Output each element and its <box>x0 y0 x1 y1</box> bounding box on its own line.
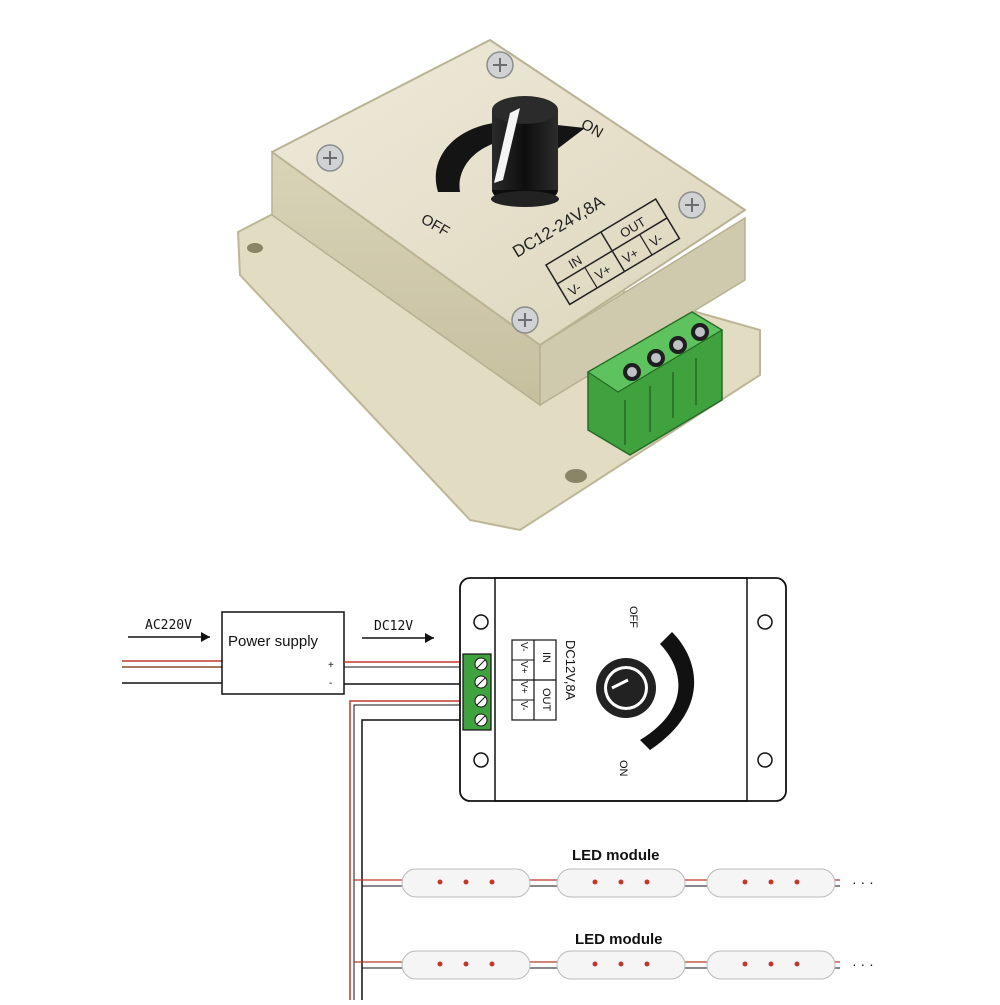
mount-hole <box>565 469 587 483</box>
diagram-terminal-table <box>511 639 557 721</box>
continuation-ellipsis: · · · <box>852 956 874 972</box>
diagram-off-label: OFF <box>627 606 639 628</box>
mount-hole <box>247 243 263 253</box>
power-supply-label: Power supply <box>228 633 319 650</box>
continuation-ellipsis: · · · <box>852 874 874 890</box>
led-plus-wire <box>349 700 470 1000</box>
led-minus-wire <box>361 719 470 1000</box>
led-module-icon <box>706 950 836 980</box>
terminal-pin-label: V- <box>518 642 529 651</box>
ac-input-label: AC220V <box>145 618 192 633</box>
psu-minus-terminal: - <box>329 678 332 689</box>
screw-icon <box>316 144 344 172</box>
arrow-right-icon <box>425 633 434 643</box>
dc-output-label: DC12V <box>374 619 413 634</box>
led-module-label: LED module <box>572 847 660 864</box>
psu-plus-terminal: + <box>328 660 334 671</box>
terminal-pin-label: V+ <box>518 661 529 674</box>
terminal-screw-icon <box>474 713 488 727</box>
terminal-screw-icon <box>474 657 488 671</box>
diagram-rating-label: DC12V,8A <box>563 640 578 701</box>
terminal-label-table: IN OUT V- V+ V+ V- <box>544 198 681 306</box>
arrow-right-icon <box>201 632 210 642</box>
led-module-icon <box>556 950 686 980</box>
terminal-screw-icon[interactable] <box>691 323 709 341</box>
terminal-block <box>586 311 724 456</box>
screw-icon <box>511 306 539 334</box>
terminal-pin-label: V+ <box>620 245 642 266</box>
product-photo: OFF ON DC12-24V,8A IN OUT V- V+ V+ V- <box>236 39 761 532</box>
diagram-dimming-arc <box>640 632 695 750</box>
terminal-header-in: IN <box>540 652 552 663</box>
led-plus-wire <box>353 704 470 1000</box>
terminal-screw-icon <box>474 694 488 708</box>
power-supply: Power supply + - <box>221 611 345 695</box>
led-module-icon <box>401 868 531 898</box>
diagram-knob <box>596 658 656 718</box>
diagram-terminal-text: V- V+ V+ V- IN OUT <box>518 642 552 712</box>
terminal-screw-icon[interactable] <box>669 336 687 354</box>
led-module-label: LED module <box>575 931 663 948</box>
terminal-header-out: OUT <box>540 688 552 712</box>
terminal-screw-icon <box>474 675 488 689</box>
dimmer-knob[interactable] <box>491 96 559 207</box>
terminal-screw-icon[interactable] <box>647 349 665 367</box>
housing-right-side <box>539 216 746 407</box>
led-module-icon <box>706 868 836 898</box>
terminal-pin-label: V+ <box>518 681 529 694</box>
dimming-arc-indicator <box>435 121 548 192</box>
terminal-screw-icon[interactable] <box>623 363 641 381</box>
led-module-icon <box>401 950 531 980</box>
led-row: LED module · · · <box>354 931 874 980</box>
screw-icon <box>486 51 514 79</box>
terminal-pin-label: V+ <box>592 262 614 283</box>
wiring-diagram: AC220V Power supply + - DC12V <box>0 560 1000 1000</box>
led-module-icon <box>556 868 686 898</box>
diagram-terminal-block <box>462 653 492 731</box>
screw-icon <box>678 191 706 219</box>
terminal-pin-label: V- <box>518 701 529 710</box>
dimmer-photo-illustration: OFF ON DC12-24V,8A IN OUT V- V+ V+ V- <box>236 39 761 532</box>
led-row: LED module · · · <box>354 847 874 898</box>
wiring-diagram-svg: AC220V Power supply + - DC12V <box>122 577 874 1000</box>
diagram-on-label: ON <box>617 760 629 777</box>
